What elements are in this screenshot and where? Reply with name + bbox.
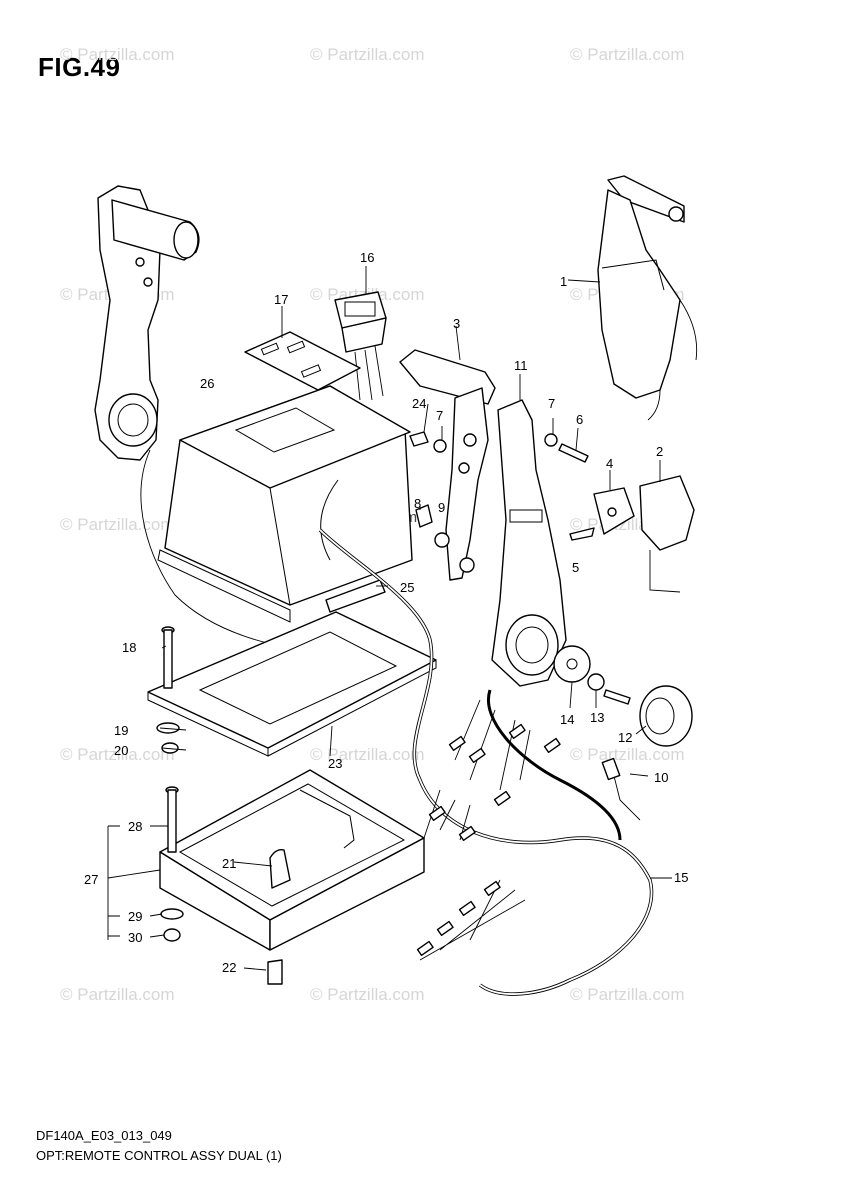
callout-5: 5: [572, 560, 579, 575]
callout-14: 14: [560, 712, 574, 727]
callout-15: 15: [674, 870, 688, 885]
center-lever-handle: [399, 349, 496, 581]
watermark: © Partzilla.com: [570, 45, 685, 64]
watermark-layer: © Partzilla.com © Partzilla.com © Partzi…: [60, 45, 685, 1004]
switch-bracket: [244, 331, 361, 391]
watermark: © Partzilla.com: [60, 45, 175, 64]
switch-assembly: [334, 291, 387, 401]
callout-27: 27: [84, 872, 98, 887]
watermark: © Partzilla.com: [60, 985, 175, 1004]
right-remote-unit: [597, 175, 698, 421]
watermark: © Partzilla.com: [60, 515, 175, 534]
callout-9: 9: [438, 500, 445, 515]
callout-21: 21: [222, 856, 236, 871]
wiring-harness: [318, 528, 654, 996]
left-lever-cable: [140, 449, 301, 651]
callout-24: 24: [412, 396, 426, 411]
figure-footer: DF140A_E03_013_049 OPT:REMOTE CONTROL AS…: [36, 1126, 282, 1166]
callout-10: 10: [654, 770, 668, 785]
trim-knob-face: [645, 697, 675, 735]
callout-22: 22: [222, 960, 236, 975]
callout-7-left: 7: [436, 408, 443, 423]
shift-arm: [491, 399, 567, 687]
callout-11: 11: [514, 358, 528, 373]
callout-30: 30: [128, 930, 142, 945]
callout-25: 25: [400, 580, 414, 595]
callout-16: 16: [360, 250, 374, 265]
callout-3: 3: [453, 316, 460, 331]
callout-19: 19: [114, 723, 128, 738]
callout-1: 1: [560, 274, 567, 289]
mount-bolt-lower: [160, 786, 184, 942]
figure-caption: OPT:REMOTE CONTROL ASSY DUAL (1): [36, 1148, 282, 1163]
figure-title: FIG.49: [38, 52, 121, 82]
wire-clip: [267, 959, 283, 985]
friction-plate: [553, 645, 591, 683]
trim-knob: [639, 685, 693, 747]
control-box-housing: [157, 385, 413, 623]
watermark: © Partzilla.com: [310, 45, 425, 64]
knob-screw: [603, 689, 631, 705]
switch-cover: [639, 475, 695, 593]
callout-12: 12: [618, 730, 632, 745]
base-plate: [147, 611, 437, 757]
watermark: © Partzilla.com: [310, 745, 425, 764]
callout-7-right: 7: [548, 396, 555, 411]
callout-18: 18: [122, 640, 136, 655]
watermark: © Partzilla.com: [60, 745, 175, 764]
callout-labels: 1 2 3 4 5 6 7 7 8 9 10 11 12 13 14 15 16…: [84, 250, 688, 975]
lock-nut: [587, 673, 605, 691]
callout-20: 20: [114, 743, 128, 758]
callout-17: 17: [274, 292, 288, 307]
fastener-set: [409, 431, 589, 548]
watermark: © Partzilla.com: [570, 985, 685, 1004]
grommet: [269, 848, 291, 889]
callout-13: 13: [590, 710, 604, 725]
callout-23: 23: [328, 756, 342, 771]
lower-base: [159, 769, 425, 951]
connector-pins: [416, 723, 621, 956]
watermark: © Partzilla.com: [570, 745, 685, 764]
cable-clip: [325, 579, 386, 613]
callout-26: 26: [200, 376, 214, 391]
watermark: © Partzilla.com: [310, 985, 425, 1004]
callout-8: 8: [414, 496, 421, 511]
left-lever-arm: [94, 185, 200, 461]
callout-29: 29: [128, 909, 142, 924]
callout-6: 6: [576, 412, 583, 427]
friction-plate-hole: [566, 658, 578, 670]
callout-4: 4: [606, 456, 613, 471]
callout-2: 2: [656, 444, 663, 459]
callout-28: 28: [128, 819, 142, 834]
leader-lines: [107, 266, 672, 971]
figure-code: DF140A_E03_013_049: [36, 1128, 172, 1143]
neutral-switch: [569, 487, 635, 541]
